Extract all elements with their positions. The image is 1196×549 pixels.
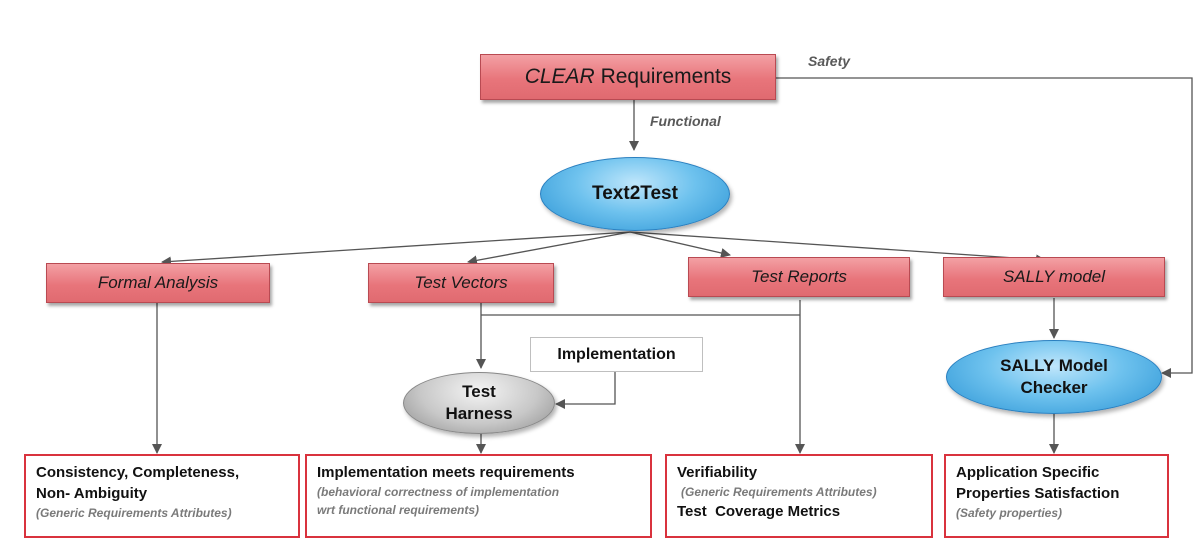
safety-result-line2: Properties Satisfaction: [956, 485, 1120, 502]
implementation-label: Implementation: [557, 345, 676, 363]
formal-result-sub: (Generic Requirements Attributes): [36, 506, 232, 520]
safety-result-sub: (Safety properties): [956, 506, 1063, 520]
verifiability-result-line2: Test Coverage Metrics: [677, 503, 841, 520]
verifiability-result-box: Verifiability (Generic Requirements Attr…: [665, 454, 933, 538]
text2test-node: Text2Test: [540, 157, 730, 231]
arrow-safety: [776, 77, 1193, 378]
arrow-formal-analysis: [161, 231, 631, 267]
sally-model-label: SALLY model: [1002, 267, 1106, 286]
sally-checker-line1: SALLY Model: [1000, 356, 1108, 375]
test-harness-line1: Test: [462, 382, 496, 401]
text2test-label: Text2Test: [592, 183, 678, 204]
test-reports-box: Test Reports: [688, 257, 910, 297]
sally-checker-line2: Checker: [1020, 378, 1088, 397]
implementation-box: Implementation: [530, 337, 703, 372]
verifiability-result-line1: Verifiability: [677, 464, 758, 481]
safety-result-line1: Application Specific: [956, 464, 1100, 481]
verifiability-result-sub: (Generic Requirements Attributes): [681, 485, 877, 499]
formal-analysis-label: Formal Analysis: [97, 273, 219, 292]
safety-label: Safety: [808, 53, 851, 69]
arrow-test-reports: [629, 231, 731, 258]
formal-result-line2: Non- Ambiguity: [36, 485, 148, 502]
functional-label: Functional: [650, 113, 721, 129]
test-vectors-label: Test Vectors: [414, 273, 508, 292]
requirements-rest: Requirements: [594, 65, 732, 88]
implementation-result-line1: Implementation meets requirements: [317, 464, 575, 481]
test-reports-label: Test Reports: [751, 267, 847, 286]
arrow-sally-model: [629, 231, 1046, 265]
implementation-result-box: Implementation meets requirements (behav…: [305, 454, 652, 538]
test-vectors-box: Test Vectors: [368, 263, 554, 303]
formal-analysis-box: Formal Analysis: [46, 263, 270, 303]
implementation-result-sub2: wrt functional requirements): [317, 503, 480, 517]
clear-requirements-box: CLEAR Requirements: [480, 54, 776, 100]
test-harness-line2: Harness: [445, 404, 513, 423]
sally-model-box: SALLY model: [943, 257, 1165, 297]
arrow-implementation: [555, 372, 616, 409]
formal-result-box: Consistency, Completeness, Non- Ambiguit…: [24, 454, 300, 538]
sally-checker-node: SALLY Model Checker: [946, 340, 1162, 414]
safety-result-box: Application Specific Properties Satisfac…: [944, 454, 1169, 538]
requirements-italic: CLEAR: [524, 65, 595, 88]
arrow-test-vectors: [467, 231, 631, 266]
formal-result-line1: Consistency, Completeness,: [36, 464, 240, 481]
test-harness-node: Test Harness: [403, 372, 555, 434]
implementation-result-sub1: (behavioral correctness of implementatio…: [317, 485, 560, 499]
